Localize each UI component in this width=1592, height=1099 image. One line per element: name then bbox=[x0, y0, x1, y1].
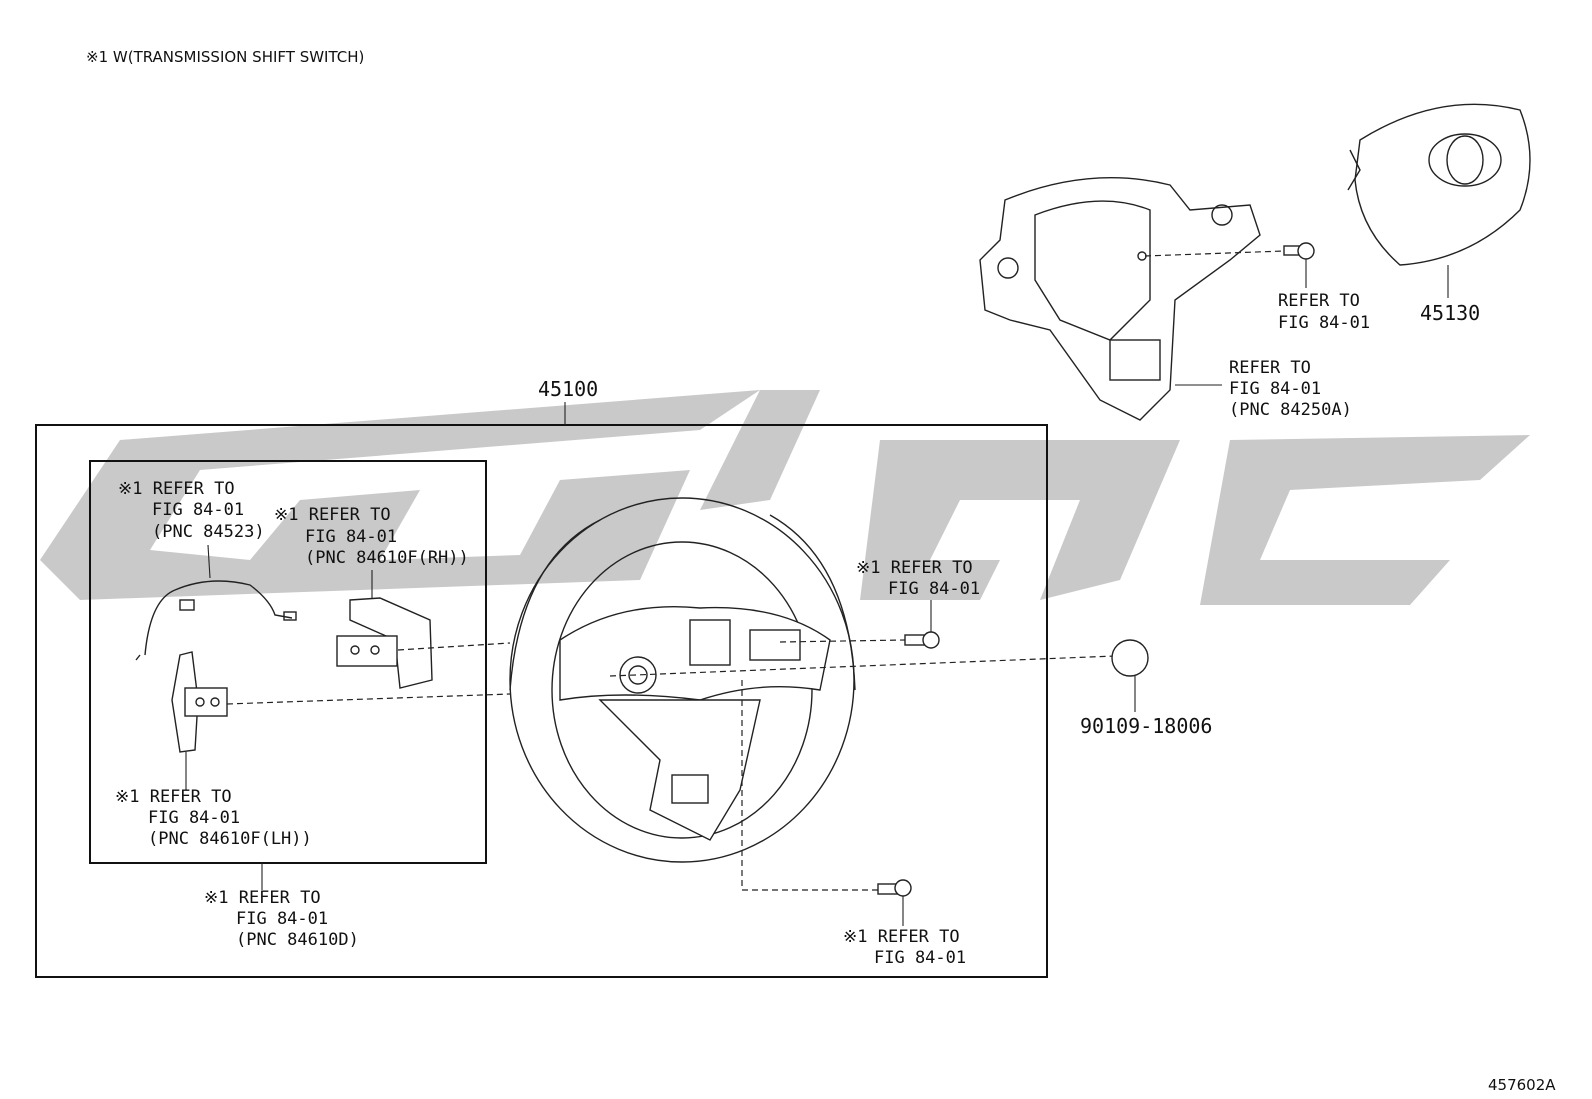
part-number-45130: 45130 bbox=[1420, 301, 1480, 325]
svg-text:※1 REFER TO: ※1 REFER TO bbox=[856, 558, 973, 578]
pad-screw bbox=[1144, 242, 1315, 288]
svg-text:REFER TO: REFER TO bbox=[1229, 358, 1311, 378]
svg-text:(PNC 84610F(RH)): (PNC 84610F(RH)) bbox=[305, 548, 469, 568]
svg-text:FIG 84-01: FIG 84-01 bbox=[152, 500, 244, 520]
svg-text:※1 REFER TO: ※1 REFER TO bbox=[843, 927, 960, 947]
steering-wheel bbox=[509, 497, 856, 863]
svg-text:※1 REFER TO: ※1 REFER TO bbox=[118, 479, 235, 499]
svg-text:FIG 84-01: FIG 84-01 bbox=[305, 527, 397, 547]
svg-text:(PNC 84523): (PNC 84523) bbox=[152, 522, 265, 542]
svg-text:FIG 84-01: FIG 84-01 bbox=[874, 948, 966, 968]
airbag-45130 bbox=[1347, 103, 1531, 298]
screw-bottom bbox=[877, 879, 912, 926]
svg-text:※1 REFER TO: ※1 REFER TO bbox=[115, 787, 232, 807]
assembly-box bbox=[35, 424, 1048, 978]
svg-text:FIG 84-01: FIG 84-01 bbox=[148, 808, 240, 828]
svg-text:FIG 84-01: FIG 84-01 bbox=[888, 579, 980, 599]
callout-pad-screw: REFER TO FIG 84-01 bbox=[1278, 291, 1370, 333]
svg-text:(PNC 84610F(LH)): (PNC 84610F(LH)) bbox=[148, 829, 312, 849]
part-number-90109: 90109-18006 bbox=[1080, 714, 1212, 738]
callout-shift-switch-assy: ※1 REFER TO FIG 84-01 (PNC 84610D) bbox=[204, 863, 359, 950]
callout-shift-switch-lh: ※1 REFER TO FIG 84-01 (PNC 84610F(LH)) bbox=[115, 787, 312, 849]
lower-cover bbox=[979, 177, 1261, 421]
callout-wire-harness: ※1 REFER TO FIG 84-01 (PNC 84523) bbox=[118, 479, 265, 542]
screw-right bbox=[904, 631, 940, 649]
svg-text:(PNC 84610D): (PNC 84610D) bbox=[236, 930, 359, 950]
callout-screw-right: ※1 REFER TO FIG 84-01 bbox=[856, 558, 980, 632]
callout-screw-bottom: ※1 REFER TO FIG 84-01 bbox=[843, 927, 966, 968]
figure-id: 457602A bbox=[1488, 1076, 1556, 1094]
sub-assembly-box bbox=[89, 460, 487, 864]
svg-text:(PNC 84250A): (PNC 84250A) bbox=[1229, 400, 1352, 420]
svg-text:FIG 84-01: FIG 84-01 bbox=[1278, 313, 1370, 333]
part-number-45100: 45100 bbox=[538, 377, 598, 401]
header-note: ※1 W(TRANSMISSION SHIFT SWITCH) bbox=[86, 48, 364, 66]
svg-text:FIG 84-01: FIG 84-01 bbox=[236, 909, 328, 929]
plug-90109 bbox=[1111, 639, 1149, 712]
shift-switch-rh bbox=[336, 570, 433, 689]
svg-text:※1 REFER TO: ※1 REFER TO bbox=[204, 888, 321, 908]
shift-switch-lh bbox=[171, 651, 228, 790]
svg-text:FIG 84-01: FIG 84-01 bbox=[1229, 379, 1321, 399]
watermark bbox=[40, 390, 1530, 605]
svg-text:※1 REFER TO: ※1 REFER TO bbox=[274, 505, 391, 525]
svg-text:REFER TO: REFER TO bbox=[1278, 291, 1360, 311]
wire-harness bbox=[135, 544, 297, 661]
callout-lower-cover: REFER TO FIG 84-01 (PNC 84250A) bbox=[1229, 358, 1352, 420]
callout-shift-switch-rh: ※1 REFER TO FIG 84-01 (PNC 84610F(RH)) bbox=[274, 505, 469, 568]
